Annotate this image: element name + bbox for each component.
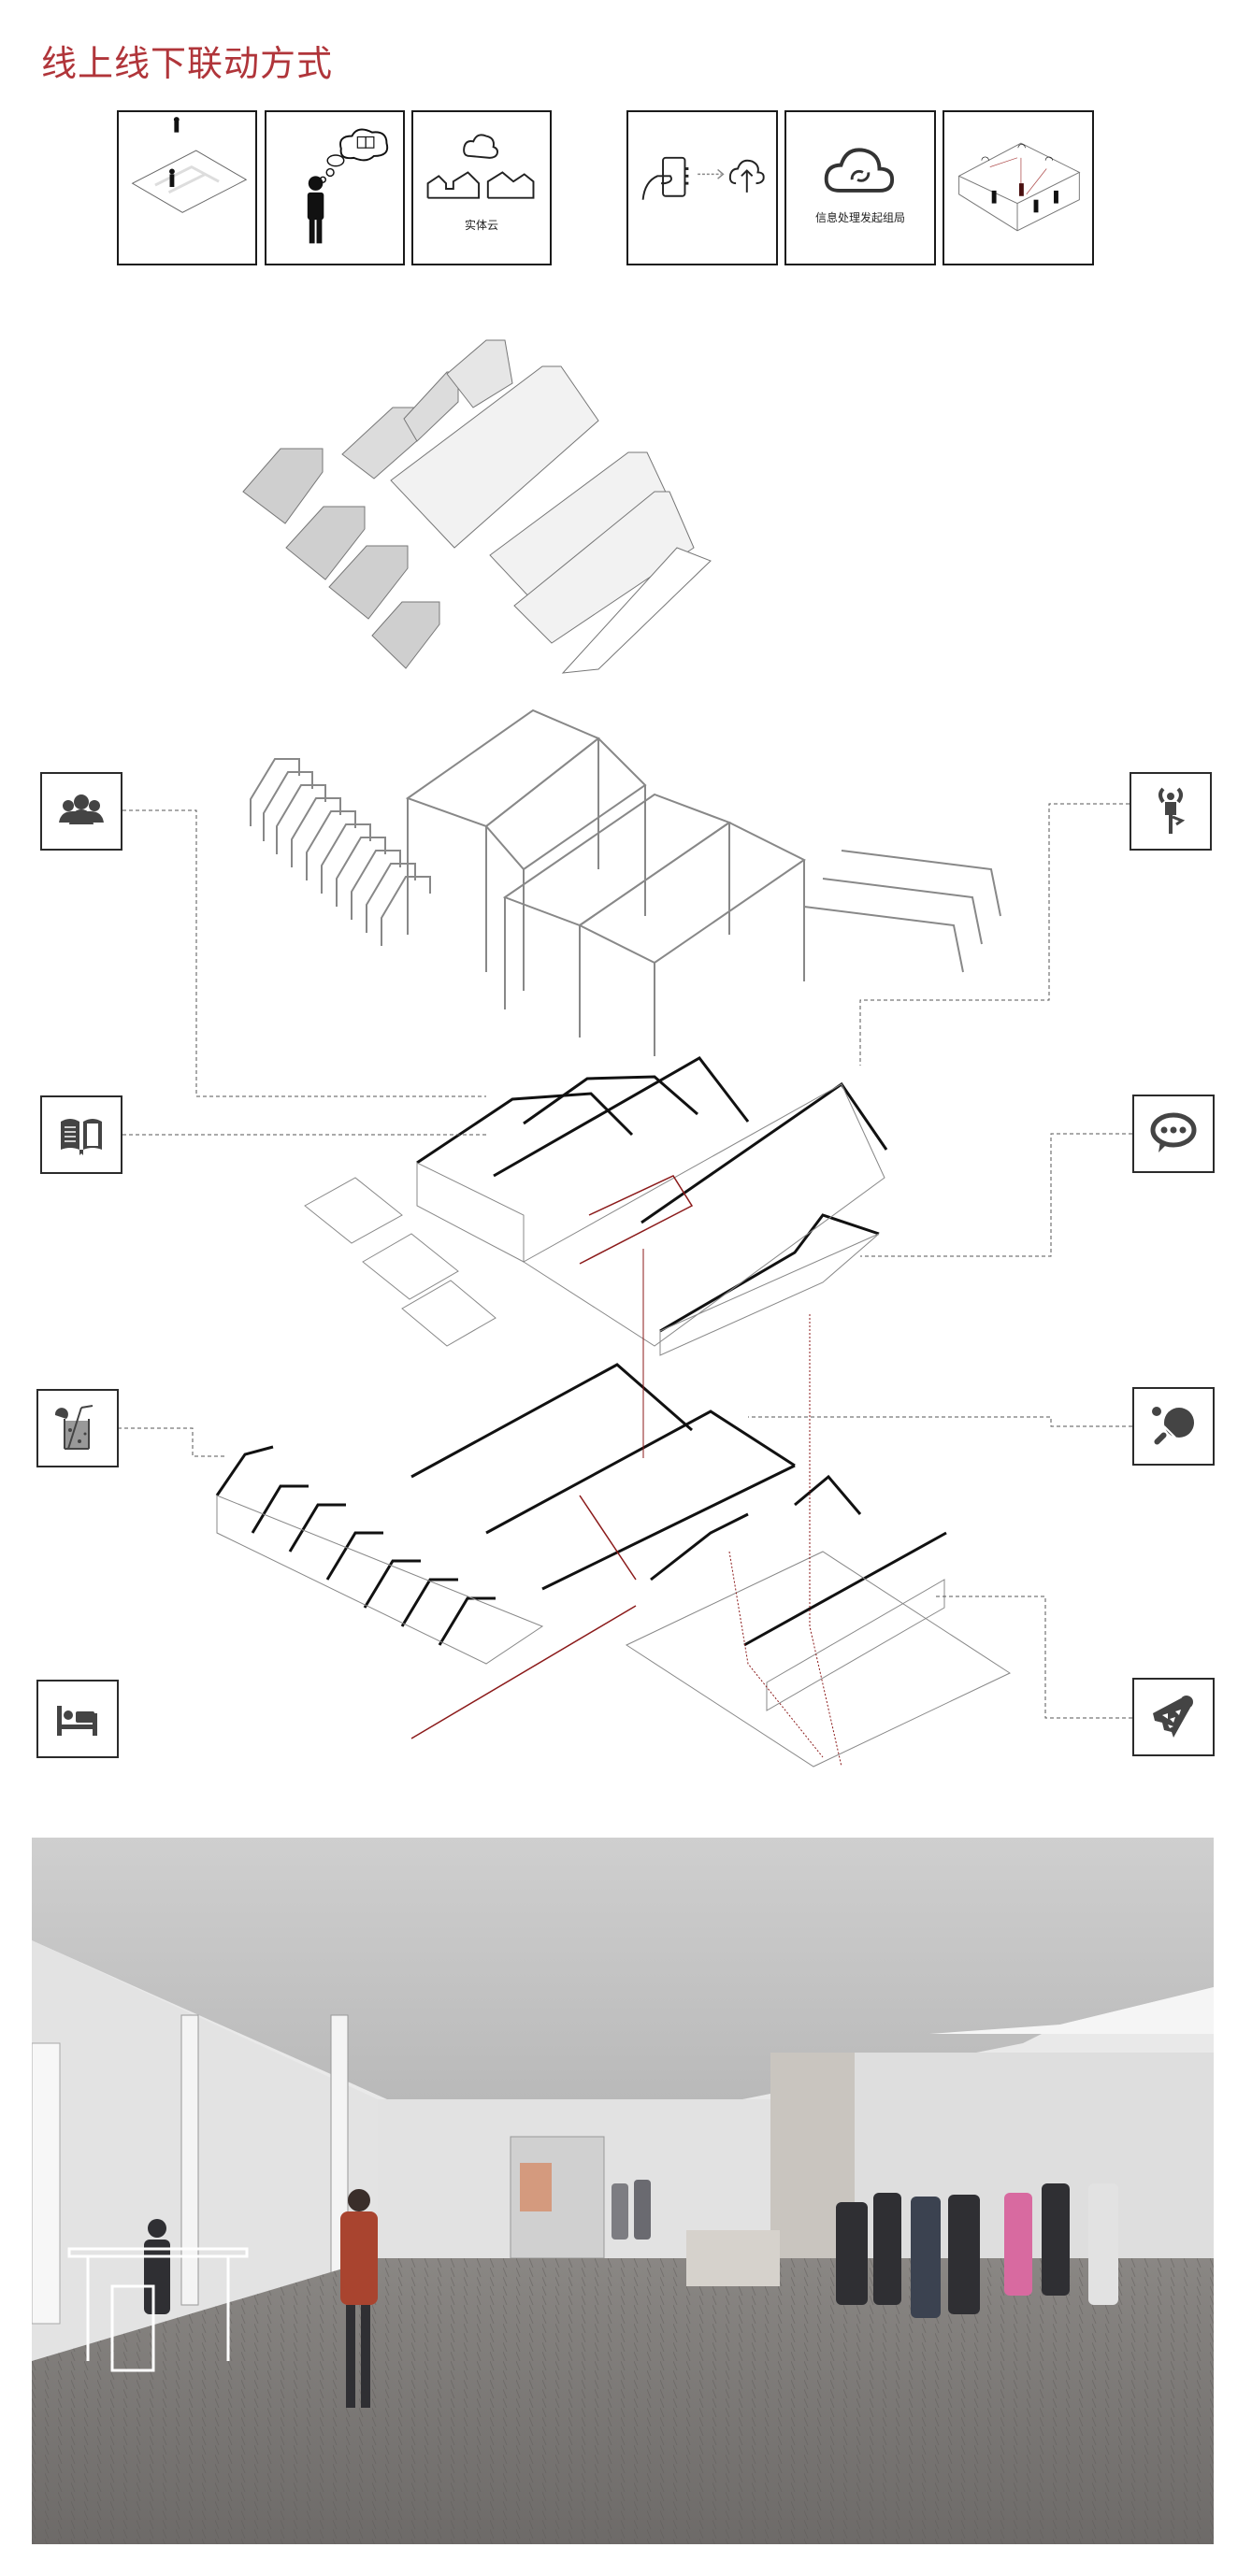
svg-text:◠: ◠ xyxy=(981,154,989,166)
svg-text:◠: ◠ xyxy=(1044,154,1053,166)
process-panel-site xyxy=(117,110,257,265)
group-people-icon xyxy=(59,794,104,824)
bed-icon xyxy=(57,1706,97,1736)
upper-floor-layer xyxy=(304,1056,888,1356)
cloud-sync-icon xyxy=(824,148,895,193)
activity-drinks xyxy=(36,1389,119,1467)
cloud-over-buildings-icon xyxy=(426,134,535,199)
interior-rendering xyxy=(32,1838,1214,2544)
drink-glass-icon xyxy=(54,1405,94,1450)
page-title: 线上线下联动方式 xyxy=(41,43,334,84)
isometric-room-wifi-people-icon: ◠ ◠ ◠ xyxy=(957,141,1081,232)
process-panel-process: 信息处理发起组局 xyxy=(784,110,936,265)
activity-chat xyxy=(1132,1095,1215,1173)
ping-pong-paddle-icon xyxy=(1152,1407,1194,1445)
activity-group xyxy=(40,772,122,851)
yoga-pose-icon xyxy=(1158,787,1186,834)
open-book-icon xyxy=(61,1119,102,1155)
activity-badminton xyxy=(1132,1678,1215,1756)
phone-to-cloud-upload-icon xyxy=(641,156,765,200)
activity-table-tennis xyxy=(1132,1387,1215,1466)
circulation-lines xyxy=(642,1249,842,1767)
isometric-plan-with-people-icon xyxy=(131,117,248,213)
process-panel-gather: ◠ ◠ ◠ xyxy=(943,110,1094,265)
interior-perspective-image xyxy=(32,1838,1214,2544)
svg-text:◠: ◠ xyxy=(1017,141,1026,153)
process-panel-need xyxy=(265,110,405,265)
connector-lines xyxy=(118,803,1132,1719)
person-thinking-book-icon xyxy=(307,128,389,244)
structure-layer xyxy=(250,708,1001,1056)
panel-caption: 实体云 xyxy=(464,219,498,232)
roof-layer xyxy=(242,339,712,674)
activity-yoga xyxy=(1130,772,1212,851)
ground-floor-layer xyxy=(215,1363,1012,1767)
panel-caption: 信息处理发起组局 xyxy=(814,211,905,224)
process-panel-entity-cloud: 实体云 xyxy=(411,110,552,265)
shuttlecock-icon xyxy=(1153,1696,1193,1738)
process-panel-upload xyxy=(626,110,778,265)
activity-reading xyxy=(40,1095,122,1174)
chat-bubble-icon xyxy=(1150,1112,1197,1152)
activity-lodging xyxy=(36,1680,119,1758)
exploded-axonometric-diagram xyxy=(118,339,1132,1767)
